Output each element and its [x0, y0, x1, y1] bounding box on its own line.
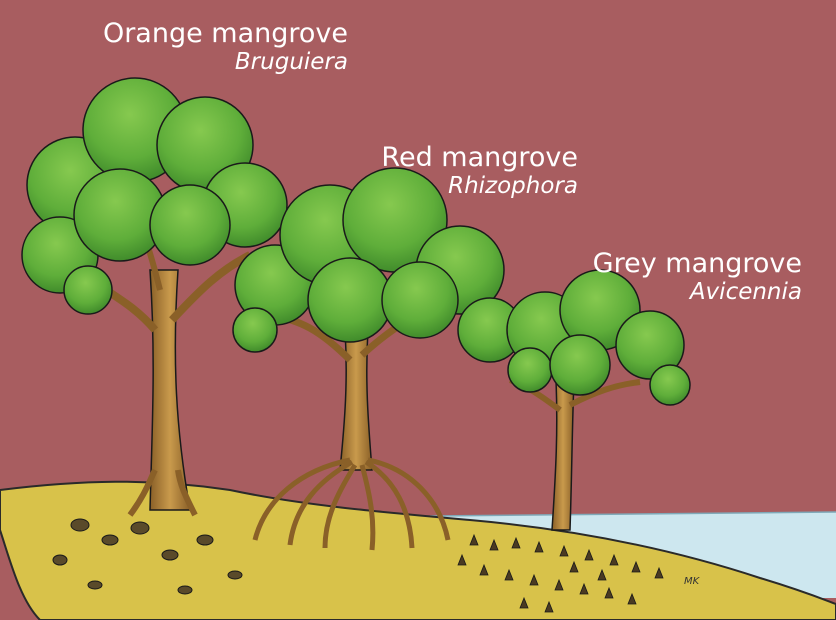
grey-mangrove-genus: Avicennia	[593, 279, 802, 305]
orange-mangrove-common-name: Orange mangrove	[103, 18, 348, 49]
red-mangrove-genus: Rhizophora	[381, 173, 578, 199]
artist-signature: MK	[684, 576, 699, 587]
label-red-mangrove: Red mangrove Rhizophora	[381, 142, 578, 199]
orange-mangrove-genus: Bruguiera	[103, 49, 348, 75]
red-mangrove-common-name: Red mangrove	[381, 142, 578, 173]
label-orange-mangrove: Orange mangrove Bruguiera	[103, 18, 348, 75]
grey-mangrove-tree	[507, 270, 690, 530]
grey-mangrove-common-name: Grey mangrove	[593, 248, 802, 279]
label-grey-mangrove: Grey mangrove Avicennia	[593, 248, 802, 305]
